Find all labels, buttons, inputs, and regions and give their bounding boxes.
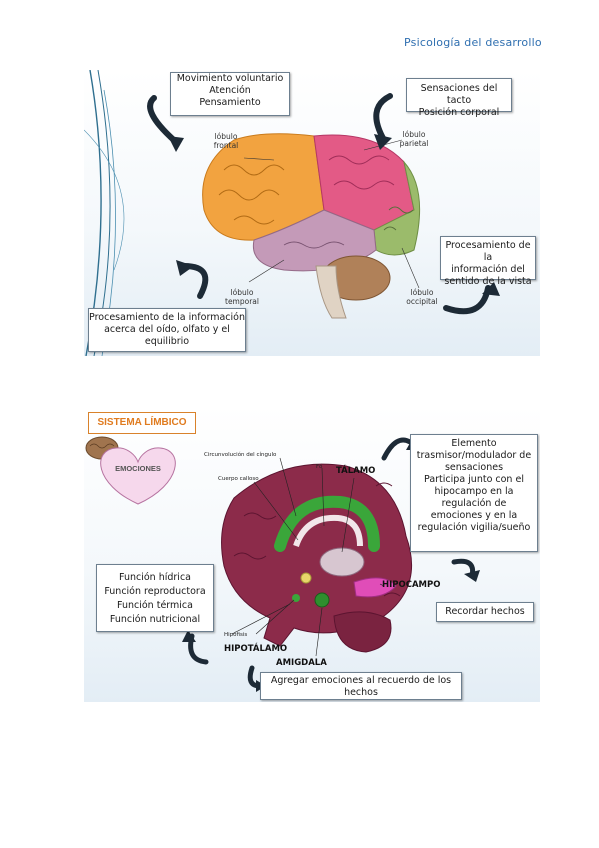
amygdala-label: AMIGDALA	[276, 658, 327, 668]
amygdala-function-2: hechos	[344, 687, 378, 698]
thalamus-function-5: hipocampo en la	[434, 486, 514, 497]
brain-lobes-illustration	[84, 70, 500, 356]
occipital-function-1: Procesamiento de la	[445, 240, 531, 263]
hypothalamus-function-1: Función hídrica	[119, 572, 191, 583]
limbic-system-slide: SISTEMA LÍMBICO EMOCIONES Circunvolución…	[84, 406, 540, 702]
parietal-function-2: Posición corporal	[418, 107, 500, 118]
occipital-lobe-label: lóbulo occipital	[406, 288, 438, 306]
temporal-function-2: acerca del oído, olfato y el	[104, 324, 230, 335]
thalamus-function-8: regulación vigilia/sueño	[417, 522, 531, 533]
limbic-brain-diagram	[221, 463, 413, 653]
frontal-function-1: Movimiento voluntario	[176, 73, 284, 84]
hippocampus-label: HIPOCAMPO	[382, 580, 441, 590]
frontal-function-3: Pensamiento	[199, 97, 261, 108]
hypothalamus-label: HIPOTÁLAMO	[224, 644, 288, 654]
thalamus-function-3: sensaciones	[444, 462, 504, 473]
thalamus-function-6: regulación de	[441, 498, 507, 509]
occipital-function-3: sentido de la vista	[444, 276, 532, 287]
pituitary-label: Hipófisis	[224, 632, 248, 638]
limbic-system-illustration	[85, 436, 480, 692]
hippocampus-functions-box: Recordar hechos	[436, 602, 534, 622]
brain-diagram	[202, 133, 421, 319]
hypothalamus-functions-box: Función hídrica Función reproductora Fun…	[96, 564, 214, 632]
cingulate-label: Circunvolución del cíngulo	[204, 452, 277, 458]
frontal-functions-box: Movimiento voluntario Atención Pensamien…	[170, 72, 290, 116]
hippocampus-function-1: Recordar hechos	[445, 606, 525, 617]
page-header: Psicología del desarrollo	[404, 36, 542, 49]
heart-shape	[100, 447, 176, 505]
parietal-functions-box: Sensaciones del tacto Posición corporal	[406, 78, 512, 118]
amygdala-function-1: Agregar emociones al recuerdo de los	[270, 675, 452, 686]
parietal-function-1: Sensaciones del tacto	[420, 83, 498, 106]
hypothalamus-function-2: Función reproductora	[104, 586, 206, 597]
occipital-function-2: información del	[451, 264, 525, 275]
hypothalamus-function-3: Función térmica	[117, 600, 193, 611]
frontal-lobe-label: lóbulo frontal	[213, 132, 239, 150]
thalamus-functions-box: Elemento trasmisor/modulador de sensacio…	[410, 434, 538, 552]
temporal-lobe-label: lóbulo temporal	[225, 288, 259, 306]
frontal-function-2: Atención	[209, 85, 251, 96]
thalamus-label: TÁLAMO	[336, 466, 376, 476]
amygdala-functions-box: Agregar emociones al recuerdo de los hec…	[260, 672, 462, 700]
thalamus-function-2: trasmisor/modulador de	[416, 450, 532, 461]
slide-title: SISTEMA LÍMBICO	[88, 412, 196, 434]
temporal-functions-box: Procesamiento de la información acerca d…	[88, 308, 246, 352]
fornix-label: Fó	[316, 464, 323, 470]
emotions-heart-label: EMOCIONES	[115, 464, 161, 473]
thalamus-function-7: emociones y en la	[430, 510, 518, 521]
thalamus-function-1: Elemento	[451, 438, 497, 449]
callosum-label: Cuerpo calloso	[218, 476, 259, 482]
temporal-function-3: equilibrio	[144, 336, 190, 347]
hypothalamus-function-4: Función nutricional	[109, 614, 201, 625]
thalamus-function-4: Participa junto con el	[424, 474, 524, 485]
occipital-functions-box: Procesamiento de la información del sent…	[440, 236, 536, 287]
brain-lobes-slide: Movimiento voluntario Atención Pensamien…	[84, 70, 540, 356]
parietal-lobe-label: lóbulo parietal	[399, 130, 429, 148]
temporal-function-1: Procesamiento de la información	[89, 312, 245, 323]
